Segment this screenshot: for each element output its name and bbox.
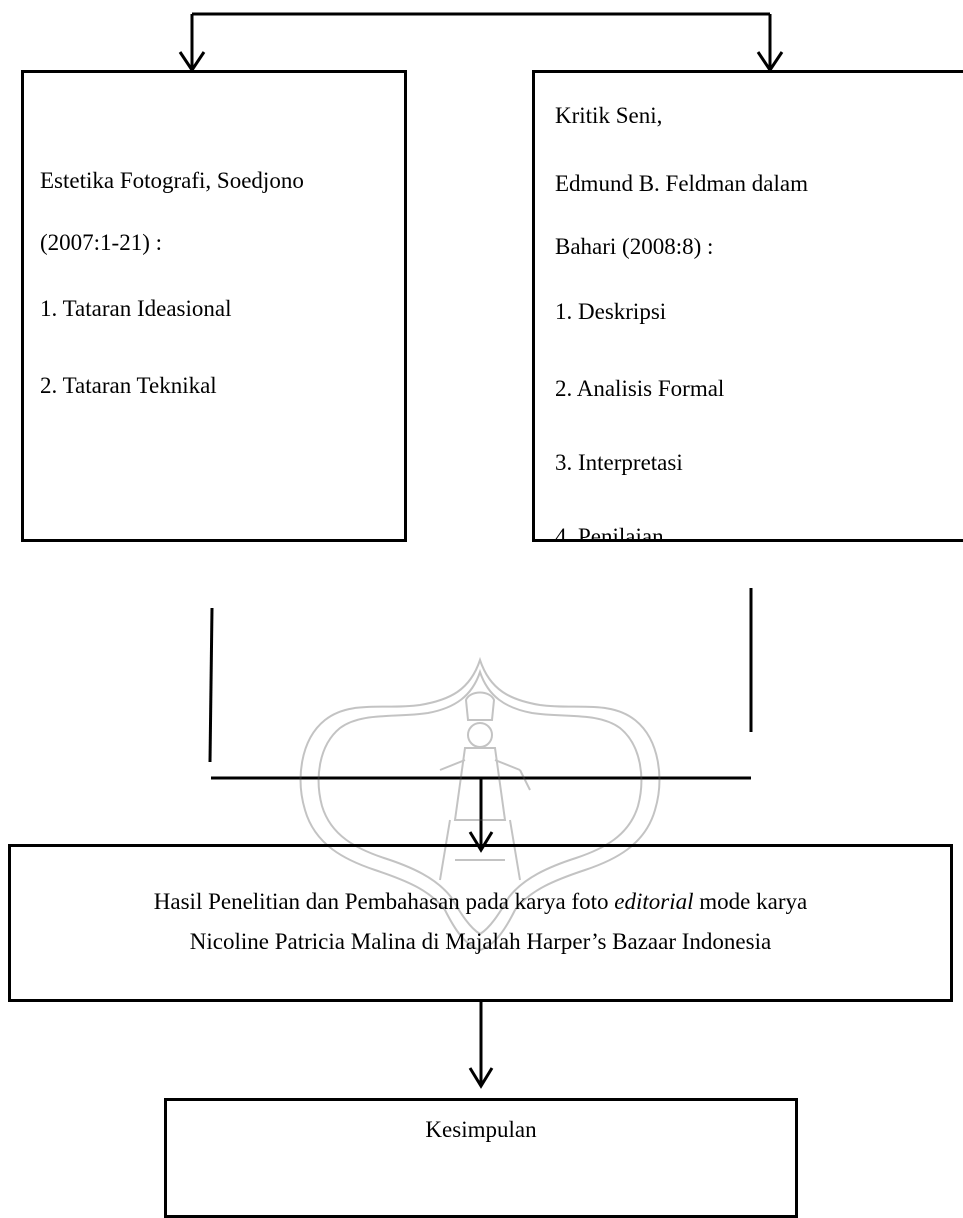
left-box-item-2: 2. Tataran Teknikal	[40, 373, 217, 398]
right-box-item-3: 3. Interpretasi	[555, 450, 683, 475]
conclusion-label: Kesimpulan	[425, 1117, 537, 1142]
right-box-item-1: 1. Deskripsi	[555, 299, 667, 324]
middle-connector	[208, 588, 753, 853]
bottom-connector	[468, 1000, 494, 1089]
right-theory-box: Kritik Seni, Edmund B. Feldman dalam Bah…	[532, 70, 963, 542]
left-theory-box	[21, 70, 407, 542]
down-arrow-icon	[468, 831, 494, 853]
result-box-line1-before: Hasil Penelitian dan Pembahasan pada kar…	[153, 889, 615, 914]
right-box-title-line1: Kritik Seni,	[555, 103, 663, 128]
left-box-item-1: 1. Tataran Ideasional	[40, 296, 232, 321]
right-box-title-line2: Edmund B. Feldman dalam	[555, 171, 808, 196]
left-box-title-line2: (2007:1-21) :	[40, 230, 163, 255]
result-box-line1-italic: editorial	[614, 889, 694, 914]
result-box	[8, 844, 953, 1002]
right-box-title-line3: Bahari (2008:8) :	[555, 234, 714, 259]
right-box-item-4: 4. Penilaian	[555, 524, 664, 542]
result-box-line1-after: mode karya	[693, 889, 808, 914]
right-box-item-2: 2. Analisis Formal	[555, 376, 725, 401]
middle-connector-left-vertical	[208, 607, 214, 763]
diagram-canvas	[178, 12, 784, 1089]
down-arrow-icon	[468, 1067, 494, 1089]
left-box-title-line1: Estetika Fotografi, Soedjono	[40, 168, 304, 193]
result-box-line2: Nicoline Patricia Malina di Majalah Harp…	[189, 929, 772, 954]
top-connector	[178, 12, 784, 73]
institution-seal-watermark	[299, 656, 661, 952]
result-box-line1: Hasil Penelitian dan Pembahasan pada kar…	[8, 885, 953, 919]
